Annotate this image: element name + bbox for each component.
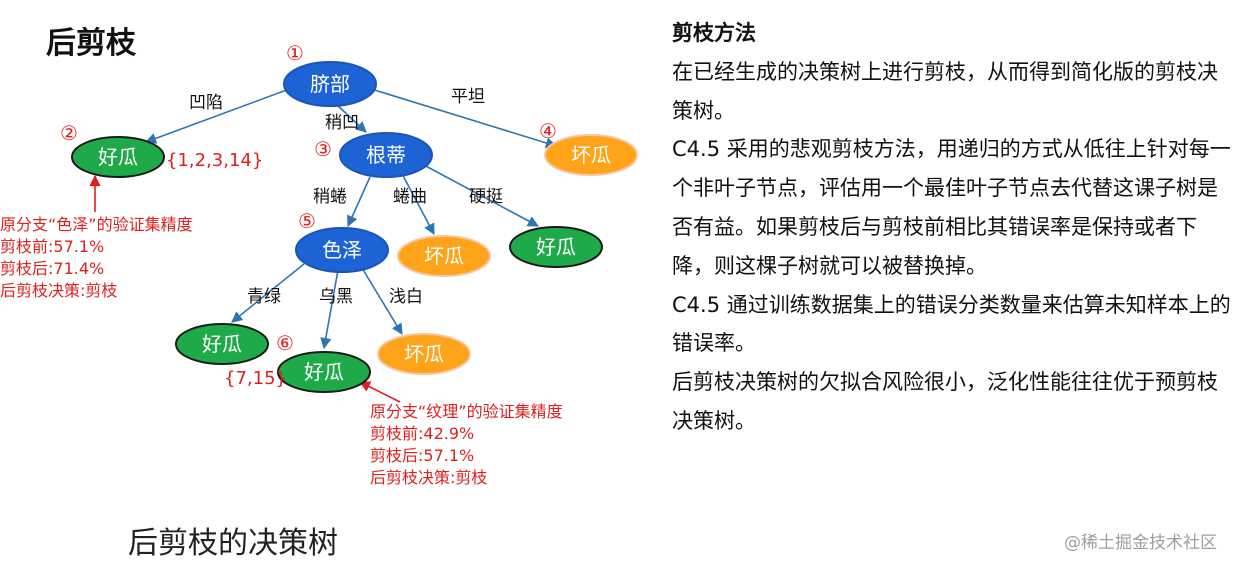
marker-6: ⑥ <box>276 331 294 355</box>
marker-4: ④ <box>539 119 557 143</box>
edge-sunken <box>144 87 293 144</box>
marker-1: ① <box>286 41 304 65</box>
annotation-arrow-right <box>358 381 401 403</box>
node-color: 色泽 <box>295 227 389 273</box>
marker-5: ⑤ <box>298 209 316 233</box>
svg-text:好瓜: 好瓜 <box>202 332 242 356</box>
explanation-panel: 剪枝方法 在已经生成的决策树上进行剪枝，从而得到简化版的剪枝决策树。 C4.5 … <box>672 14 1238 441</box>
edge-label-slightcurl: 稍蜷 <box>313 187 347 207</box>
annotation-left-line-3: 剪枝后:71.4% <box>0 259 105 278</box>
edge-slightcurl <box>347 176 371 228</box>
decision-tree: 凹陷 稍凹 平坦 稍蜷 蜷曲 硬挺 青绿 乌黑 浅白 脐部 好瓜 根蒂 坏瓜 色… <box>60 41 638 403</box>
sample-set-node6: {7,15} <box>224 368 287 389</box>
edge-label-black: 乌黑 <box>319 287 353 307</box>
annotation-right-line-4: 后剪枝决策:剪枝 <box>370 468 488 487</box>
edge-curl <box>399 169 435 235</box>
panel-paragraph-2: C4.5 采用的悲观剪枝方法，用递归的方式从低往上针对每一个非叶子节点，评估用一… <box>672 137 1231 278</box>
edge-slight <box>335 103 367 133</box>
panel-heading: 剪枝方法 <box>672 21 756 45</box>
node-leaf-bad-white: 坏瓜 <box>377 333 471 375</box>
node-leaf-good-2: 好瓜 <box>71 136 165 178</box>
annotation-left-line-2: 剪枝前:57.1% <box>0 237 105 256</box>
marker-3: ③ <box>314 137 332 161</box>
edge-green <box>231 263 305 323</box>
annotation-left-line-4: 后剪枝决策:剪枝 <box>0 281 118 300</box>
svg-text:好瓜: 好瓜 <box>304 360 344 384</box>
edge-label-white: 浅白 <box>389 287 423 307</box>
node-navel: 脐部 <box>283 61 377 107</box>
node-leaf-good-stiff: 好瓜 <box>509 226 603 268</box>
annotation-right-line-1: 原分支“纹理”的验证集精度 <box>370 402 563 421</box>
svg-text:好瓜: 好瓜 <box>98 145 138 169</box>
panel-paragraph-1: 在已经生成的决策树上进行剪枝，从而得到简化版的剪枝决策树。 <box>672 59 1218 123</box>
svg-text:脐部: 脐部 <box>310 72 350 96</box>
node-leaf-good-green: 好瓜 <box>175 323 269 365</box>
marker-2: ② <box>60 121 78 145</box>
svg-text:根蒂: 根蒂 <box>366 143 406 167</box>
svg-text:色泽: 色泽 <box>322 238 362 262</box>
edge-stiff <box>421 163 539 227</box>
edge-white <box>361 267 403 335</box>
annotation-left-line-1: 原分支“色泽”的验证集精度 <box>0 215 193 234</box>
edge-label-flat: 平坦 <box>451 87 485 107</box>
svg-text:坏瓜: 坏瓜 <box>404 342 444 366</box>
panel-paragraph-4: 后剪枝决策树的欠拟合风险很小，泛化性能往往优于预剪枝决策树。 <box>672 370 1218 433</box>
node-root-stem: 根蒂 <box>339 132 433 178</box>
annotation-right-line-2: 剪枝前:42.9% <box>370 424 475 443</box>
watermark: @稀土掘金技术社区 <box>1064 533 1217 553</box>
node-leaf-good-6: 好瓜 <box>277 351 371 393</box>
edge-label-slight: 稍凹 <box>325 113 359 133</box>
annotation-right-line-3: 剪枝后:57.1% <box>370 446 475 465</box>
page-title: 后剪枝 <box>46 26 136 61</box>
edge-label-green: 青绿 <box>247 287 281 307</box>
svg-text:好瓜: 好瓜 <box>536 235 576 259</box>
figure-caption: 后剪枝的决策树 <box>128 526 338 561</box>
edge-label-curl: 蜷曲 <box>393 187 427 207</box>
annotation-left: 原分支“色泽”的验证集精度 剪枝前:57.1% 剪枝后:71.4% 后剪枝决策:… <box>0 214 193 302</box>
node-leaf-bad-curl: 坏瓜 <box>397 235 491 277</box>
edge-label-sunken: 凹陷 <box>189 93 223 113</box>
node-leaf-bad-4: 坏瓜 <box>544 134 638 176</box>
edge-flat <box>367 87 558 149</box>
svg-text:坏瓜: 坏瓜 <box>424 244 464 268</box>
edge-label-stiff: 硬挺 <box>469 187 503 207</box>
edge-black <box>320 269 339 350</box>
annotation-right: 原分支“纹理”的验证集精度 剪枝前:42.9% 剪枝后:57.1% 后剪枝决策:… <box>370 401 563 489</box>
panel-paragraph-3: C4.5 通过训练数据集上的错误分类数量来估算未知样本上的错误率。 <box>672 292 1231 356</box>
sample-set-node2: {1,2,3,14} <box>166 150 263 171</box>
svg-text:坏瓜: 坏瓜 <box>571 143 611 167</box>
